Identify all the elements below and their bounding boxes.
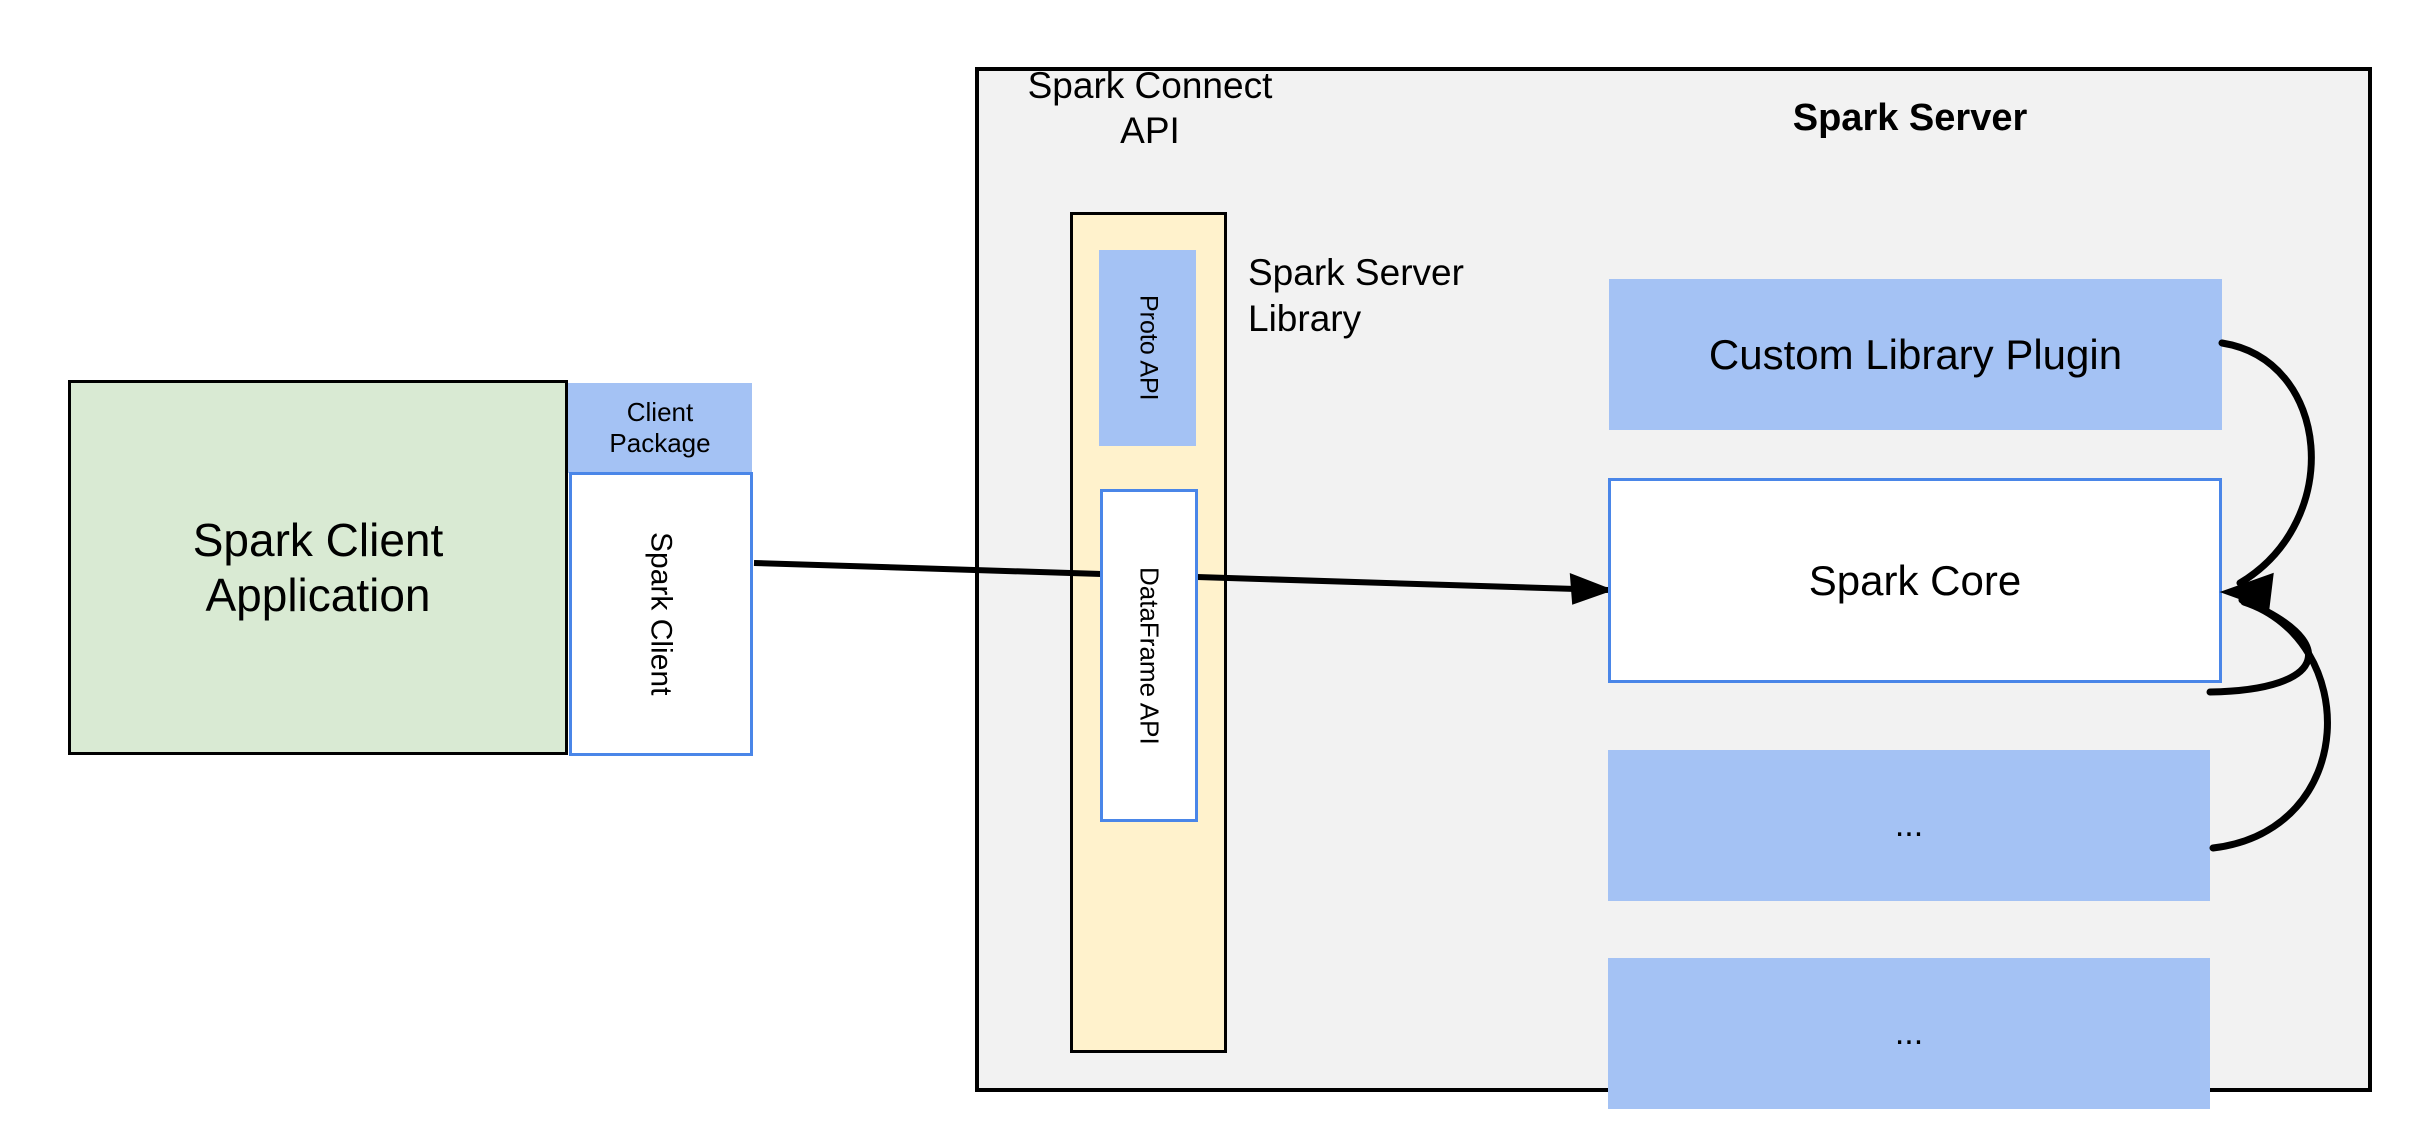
proto-api-label: Proto API <box>1134 295 1163 401</box>
spark-client-label: Spark Client <box>644 532 678 696</box>
dataframe-api-box: DataFrame API <box>1100 489 1198 822</box>
spark-server-title: Spark Server <box>1792 96 2028 139</box>
spark-core-label: Spark Core <box>1808 556 2022 604</box>
ellipsis-label-1: ... <box>1894 806 1924 845</box>
server-component-ellipsis-1: ... <box>1608 750 2210 901</box>
spark-core-box: Spark Core <box>1608 478 2222 683</box>
custom-library-plugin-box: Custom Library Plugin <box>1609 279 2222 430</box>
proto-api-box: Proto API <box>1099 250 1196 446</box>
ellipsis-label-2: ... <box>1894 1014 1924 1053</box>
dataframe-api-label: DataFrame API <box>1134 566 1165 745</box>
server-component-ellipsis-2: ... <box>1608 958 2210 1109</box>
custom-library-plugin-label: Custom Library Plugin <box>1708 330 2123 378</box>
spark-client-box: Spark Client <box>569 472 753 756</box>
